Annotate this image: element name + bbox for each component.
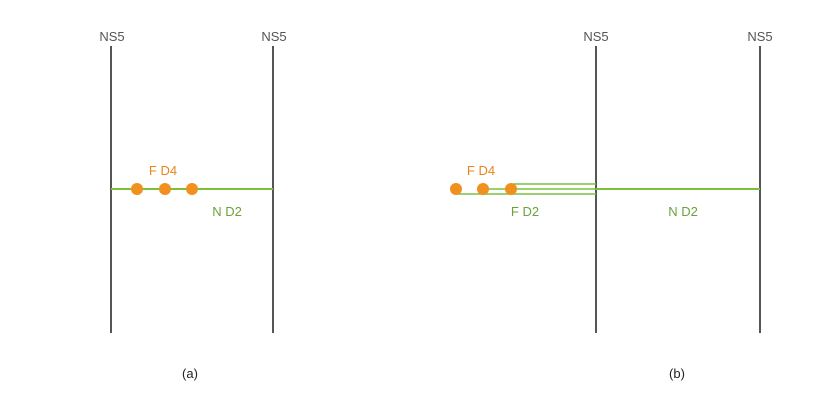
fd4-dot-a-3 xyxy=(186,183,198,195)
caption-a: (a) xyxy=(182,366,198,381)
panel-b: NS5 NS5 F D4 F D2 N D2 (b) xyxy=(450,29,773,381)
ns5-left-label-b: NS5 xyxy=(583,29,608,44)
fd4-dot-b-3 xyxy=(505,183,517,195)
ns5-left-label-a: NS5 xyxy=(99,29,124,44)
fd4-label-b: F D4 xyxy=(467,163,495,178)
fd2-label-b: F D2 xyxy=(511,204,539,219)
nd2-label-a: N D2 xyxy=(212,204,242,219)
fd4-dot-a-2 xyxy=(159,183,171,195)
ns5-right-label-a: NS5 xyxy=(261,29,286,44)
fd4-dot-b-2 xyxy=(477,183,489,195)
caption-b: (b) xyxy=(669,366,685,381)
panel-a: NS5 NS5 F D4 N D2 (a) xyxy=(99,29,286,381)
fd4-label-a: F D4 xyxy=(149,163,177,178)
fd4-dot-b-1 xyxy=(450,183,462,195)
nd2-label-b: N D2 xyxy=(668,204,698,219)
fd4-dot-a-1 xyxy=(131,183,143,195)
ns5-right-label-b: NS5 xyxy=(747,29,772,44)
